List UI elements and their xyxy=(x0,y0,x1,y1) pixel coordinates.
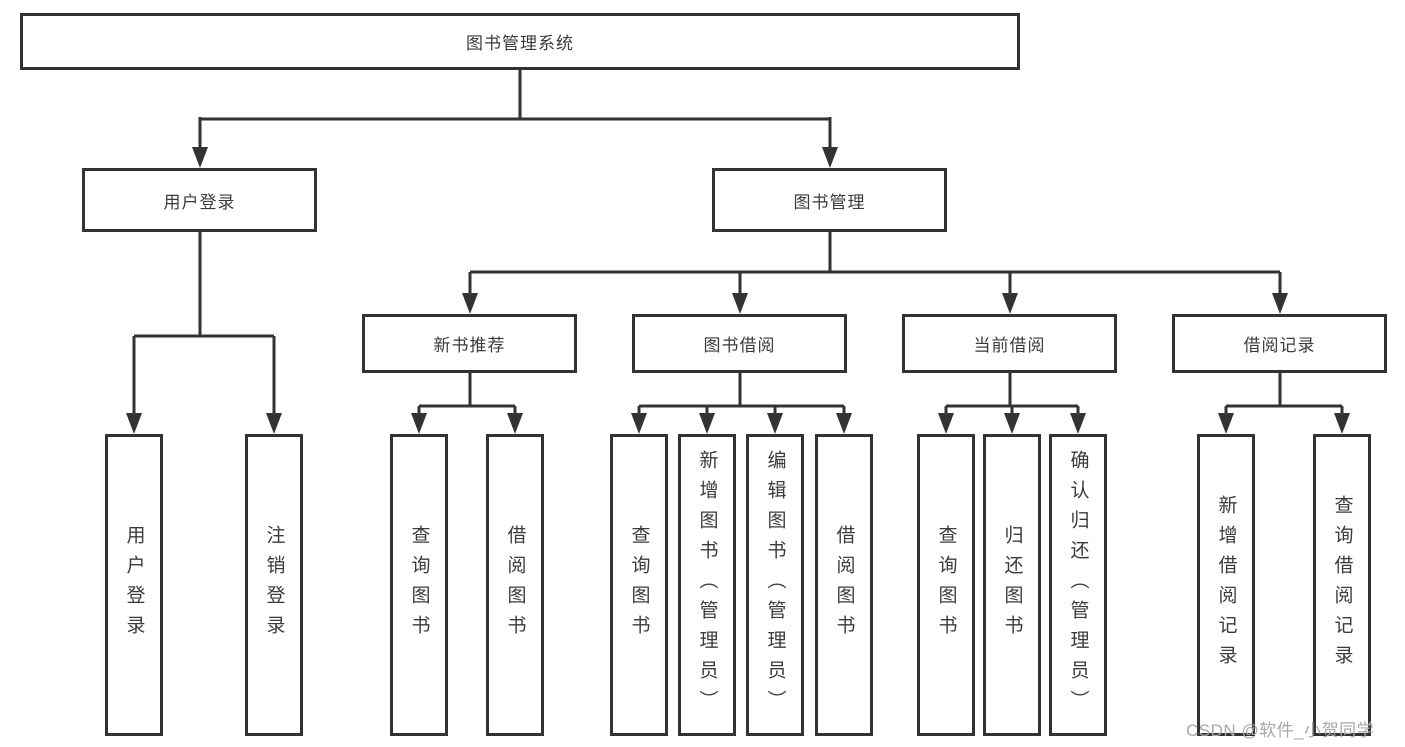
arrow-down-icon xyxy=(1218,413,1234,434)
connector-newbook-to-leaves xyxy=(411,373,523,434)
leaf-add-borrow-record: 新增借阅记录 xyxy=(1197,434,1255,736)
leaf-return-books: 归还图书 xyxy=(983,434,1041,736)
arrow-down-icon xyxy=(1002,293,1018,314)
leaf-query-borrow-record-label: 查询借阅记录 xyxy=(1331,495,1353,675)
leaf-add-borrow-record-label: 新增借阅记录 xyxy=(1215,495,1237,675)
arrow-down-icon xyxy=(1070,413,1086,434)
leaf-borrow-books: 借阅图书 xyxy=(815,434,873,736)
arrow-down-icon xyxy=(126,413,142,434)
arrow-down-icon xyxy=(266,413,282,434)
connector-root-to-level2 xyxy=(192,70,838,168)
leaf-add-book-admin: 新增图书（管理员） xyxy=(678,434,736,736)
node-book-management: 图书管理 xyxy=(712,168,947,232)
leaf-edit-book-admin-label: 编辑图书（管理员） xyxy=(764,450,786,720)
arrow-down-icon xyxy=(411,413,427,434)
leaf-query-books-borrow-label: 查询图书 xyxy=(628,525,650,645)
leaf-query-books-recommend-label: 查询图书 xyxy=(408,525,430,645)
leaf-user-login: 用户登录 xyxy=(105,434,163,736)
node-borrow-records-label: 借阅记录 xyxy=(1243,336,1316,355)
node-book-borrow-label: 图书借阅 xyxy=(703,336,776,355)
node-user-login: 用户登录 xyxy=(82,168,317,232)
connector-bookborrow-to-leaves xyxy=(631,373,852,434)
leaf-query-books-current-label: 查询图书 xyxy=(935,525,957,645)
node-book-borrow: 图书借阅 xyxy=(632,314,847,373)
leaf-borrow-books-recommend: 借阅图书 xyxy=(486,434,544,736)
node-root: 图书管理系统 xyxy=(20,13,1020,70)
arrow-down-icon xyxy=(1334,413,1350,434)
csdn-watermark: CSDN @软件_小贺同学 xyxy=(1186,721,1375,740)
leaf-logout: 注销登录 xyxy=(245,434,303,736)
arrow-down-icon xyxy=(732,293,748,314)
node-new-book-recommend: 新书推荐 xyxy=(362,314,577,373)
leaf-borrow-books-label: 借阅图书 xyxy=(833,525,855,645)
leaf-query-books-borrow: 查询图书 xyxy=(610,434,668,736)
connector-bookmgmt-to-level3 xyxy=(462,232,1288,314)
leaf-edit-book-admin: 编辑图书（管理员） xyxy=(746,434,804,736)
arrow-down-icon xyxy=(507,413,523,434)
leaf-add-book-admin-label: 新增图书（管理员） xyxy=(696,450,718,720)
arrow-down-icon xyxy=(192,147,208,168)
leaf-query-books-recommend: 查询图书 xyxy=(390,434,448,736)
arrow-down-icon xyxy=(462,293,478,314)
leaf-borrow-books-recommend-label: 借阅图书 xyxy=(504,525,526,645)
node-current-borrow: 当前借阅 xyxy=(902,314,1117,373)
leaf-logout-label: 注销登录 xyxy=(263,525,285,645)
arrow-down-icon xyxy=(699,413,715,434)
arrow-down-icon xyxy=(1004,413,1020,434)
leaf-query-books-current: 查询图书 xyxy=(917,434,975,736)
node-book-management-label: 图书管理 xyxy=(793,192,866,212)
node-root-label: 图书管理系统 xyxy=(466,34,574,53)
connector-userlogin-to-leaves xyxy=(126,232,282,434)
leaf-confirm-return-admin: 确认归还（管理员） xyxy=(1049,434,1107,736)
node-borrow-records: 借阅记录 xyxy=(1172,314,1387,373)
arrow-down-icon xyxy=(1272,293,1288,314)
connector-currentborrow-to-leaves xyxy=(938,373,1086,434)
leaf-confirm-return-admin-label: 确认归还（管理员） xyxy=(1067,450,1089,720)
leaf-user-login-label: 用户登录 xyxy=(123,525,145,645)
node-new-book-recommend-label: 新书推荐 xyxy=(433,336,506,355)
arrow-down-icon xyxy=(836,413,852,434)
arrow-down-icon xyxy=(822,147,838,168)
leaf-return-books-label: 归还图书 xyxy=(1001,525,1023,645)
arrow-down-icon xyxy=(767,413,783,434)
node-current-borrow-label: 当前借阅 xyxy=(973,336,1046,355)
connector-records-to-leaves xyxy=(1218,373,1350,434)
arrow-down-icon xyxy=(631,413,647,434)
arrow-down-icon xyxy=(938,413,954,434)
leaf-query-borrow-record: 查询借阅记录 xyxy=(1313,434,1371,736)
node-user-login-label: 用户登录 xyxy=(163,192,236,212)
